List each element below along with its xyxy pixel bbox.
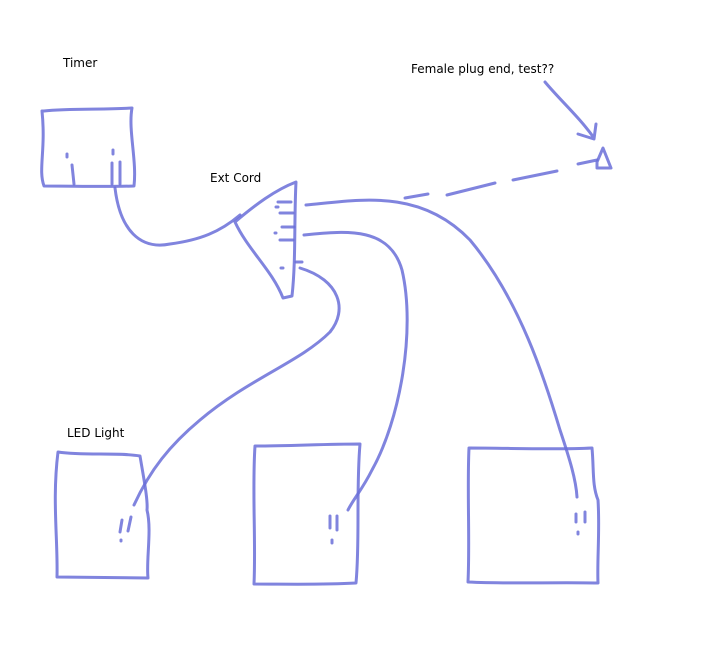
ext-cord-block bbox=[233, 180, 304, 300]
timer-box bbox=[40, 106, 137, 188]
female-plug-label: Female plug end, test?? bbox=[411, 62, 555, 76]
led-light-label: LED Light bbox=[67, 426, 125, 440]
timer-label: Timer bbox=[63, 56, 98, 70]
cord-to-middle-box bbox=[302, 230, 409, 512]
middle-box bbox=[252, 442, 362, 586]
dashed-test-line bbox=[403, 158, 599, 200]
female-plug-icon bbox=[595, 146, 613, 170]
right-box bbox=[466, 446, 601, 585]
cord-to-led-box bbox=[132, 266, 341, 507]
ext-cord-label: Ext Cord bbox=[210, 171, 262, 185]
arrow-icon bbox=[543, 80, 598, 141]
timer-cord bbox=[113, 186, 242, 247]
led-light-box bbox=[53, 450, 151, 580]
cord-to-right-box bbox=[304, 198, 579, 499]
